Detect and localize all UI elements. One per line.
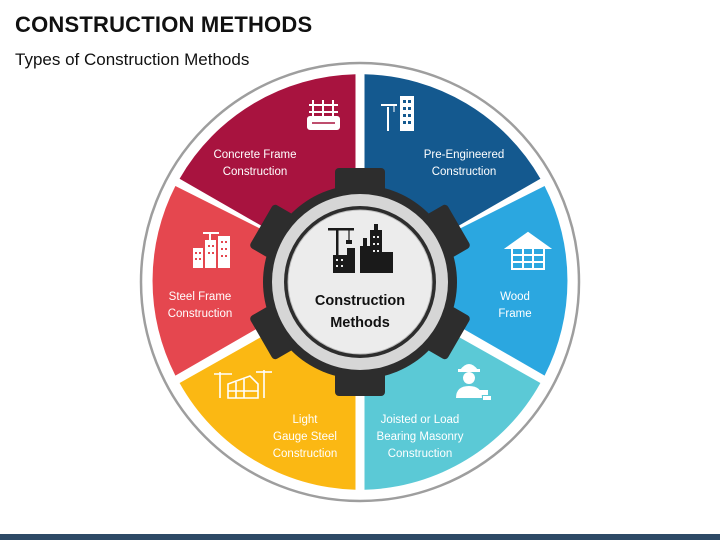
page-title: CONSTRUCTION METHODS	[15, 12, 313, 37]
label-concrete-frame-2: Construction	[223, 166, 288, 178]
wood-house-icon	[503, 231, 553, 270]
label-steel-frame-1: Steel Frame	[169, 291, 232, 303]
label-concrete-frame-1: Concrete Frame	[213, 149, 296, 161]
steel-frame-crane-icon	[214, 370, 272, 399]
label-masonry-3: Construction	[388, 448, 453, 460]
label-light-gauge-1: Light	[293, 414, 319, 426]
label-steel-frame-2: Construction	[168, 308, 233, 320]
label-light-gauge-2: Gauge Steel	[273, 431, 337, 443]
bricklayer-worker-icon	[456, 364, 491, 400]
bottom-accent-bar	[0, 534, 720, 540]
gear	[250, 168, 470, 396]
center-label-line1: Construction	[315, 293, 405, 309]
outer-ring	[139, 61, 581, 503]
label-masonry-2: Bearing Masonry	[377, 431, 464, 443]
formwork-frame-icon	[307, 100, 340, 130]
center-label-line2: Methods	[330, 315, 390, 331]
label-masonry-1: Joisted or Load	[381, 414, 460, 426]
label-pre-engineered-2: Construction	[432, 166, 497, 178]
label-wood-frame-1: Wood	[500, 291, 530, 303]
label-wood-frame-2: Frame	[498, 308, 531, 320]
label-pre-engineered-1: Pre-Engineered	[424, 149, 505, 161]
label-light-gauge-3: Construction	[273, 448, 338, 460]
page-subtitle: Types of Construction Methods	[15, 50, 250, 69]
crane-building-icon	[381, 96, 414, 131]
segment-wood-frame[interactable]	[368, 186, 568, 376]
construction-city-icon	[328, 224, 393, 273]
crane-buildings-icon	[193, 232, 230, 268]
segment-steel-frame[interactable]	[152, 186, 352, 376]
